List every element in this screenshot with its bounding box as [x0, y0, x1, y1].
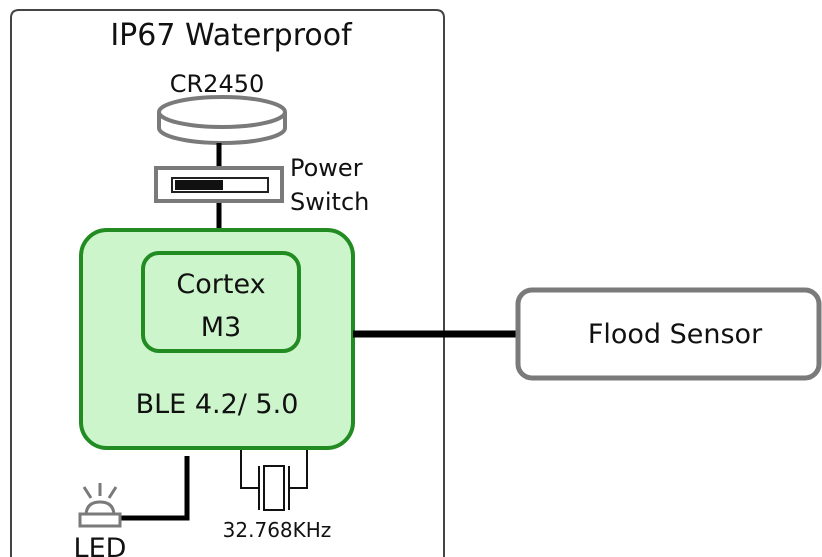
soc-radio-label: BLE 4.2/ 5.0 [136, 389, 299, 420]
led-icon [78, 483, 122, 528]
crystal-label: 32.768KHz [223, 518, 332, 542]
power-switch-icon [154, 166, 284, 203]
cortex-core-label-line1: Cortex [176, 269, 265, 300]
crystal-icon [240, 450, 308, 511]
battery-label: CR2450 [170, 70, 265, 98]
flood-sensor-label: Flood Sensor [588, 319, 763, 350]
enclosure-outline [10, 9, 445, 557]
flood-sensor-block [515, 287, 822, 381]
cortex-core-block [141, 251, 301, 353]
enclosure-title: IP67 Waterproof [110, 18, 353, 53]
cortex-core-label-line2: M3 [201, 312, 241, 343]
wire-soc-led [120, 456, 190, 521]
power-switch-label-line2: Switch [290, 188, 369, 216]
battery-icon [157, 95, 287, 145]
led-label: LED [74, 533, 127, 557]
power-switch-label-line1: Power [290, 154, 363, 182]
